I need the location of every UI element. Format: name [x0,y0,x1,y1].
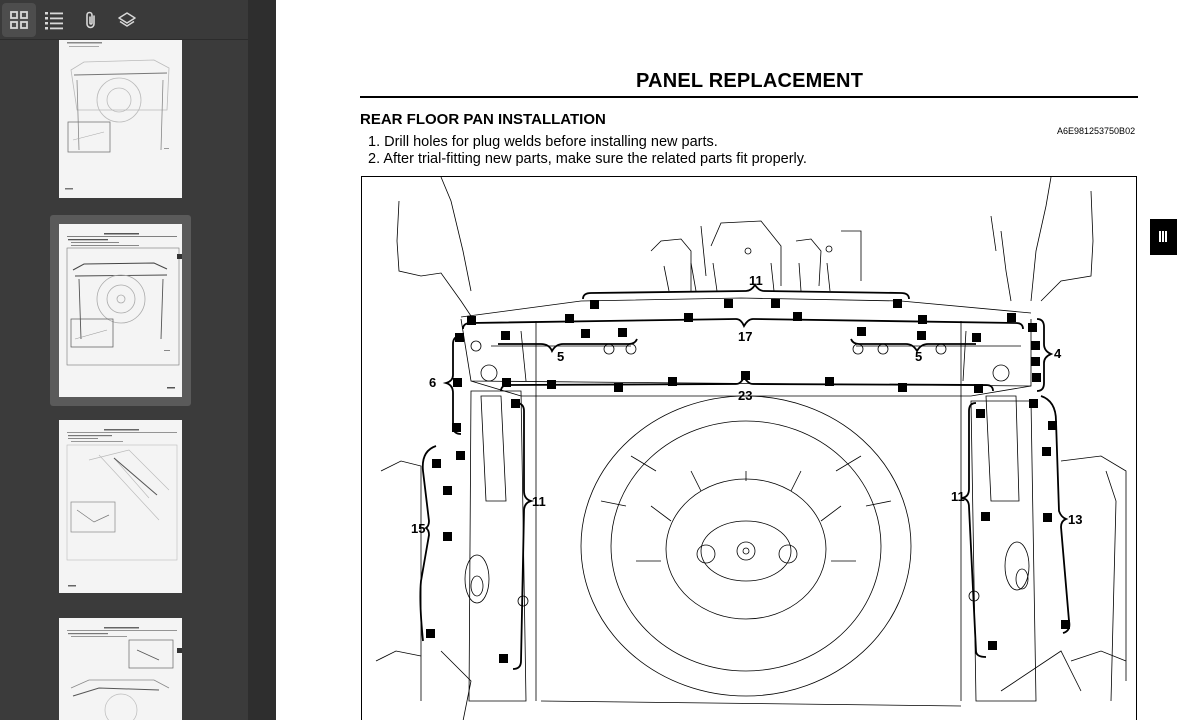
callout-label: 5 [915,349,922,364]
attachments-button[interactable] [74,3,108,37]
document-code: A6E981253750B02 [1057,126,1136,136]
callout-label: 11 [749,273,763,288]
callout-label: 5 [557,349,564,364]
callout-label: 11 [951,489,965,504]
outline-button[interactable] [37,3,71,37]
callout-label: 4 [1054,346,1062,361]
rear-floor-pan-diagram: 11 17 5 5 4 6 23 11 11 15 13 [361,176,1137,720]
page-thumbnail-1[interactable] [59,40,182,198]
callout-label: 15 [411,521,425,536]
paperclip-icon [86,11,95,29]
instruction-step-1: 1. Drill holes for plug welds before ins… [368,134,718,150]
thumbnails-button[interactable] [2,3,36,37]
instruction-step-2: 2. After trial-fitting new parts, make s… [368,151,807,167]
callout-label: 13 [1068,512,1082,527]
section-heading: REAR FLOOR PAN INSTALLATION [360,111,606,128]
page-thumbnail-2[interactable] [59,224,182,397]
thumbnail-list [0,40,248,720]
page-thumbnail-4[interactable] [59,618,182,720]
callout-label: 17 [738,329,752,344]
callout-label: 23 [738,388,752,403]
layers-button[interactable] [110,3,144,37]
grid-icon [10,11,28,29]
title-rule [360,96,1138,98]
sidebar-toolbar [0,0,248,40]
callout-label: 11 [532,494,546,509]
sidebar-gutter [248,0,276,720]
page-thumbnail-3[interactable] [59,420,182,593]
layers-icon [118,12,136,27]
page-title: PANEL REPLACEMENT [636,70,864,92]
section-tab-marker[interactable] [1150,219,1177,255]
list-icon [45,12,63,30]
thumbnail-sidebar [0,0,276,720]
callout-label: 6 [429,375,436,390]
